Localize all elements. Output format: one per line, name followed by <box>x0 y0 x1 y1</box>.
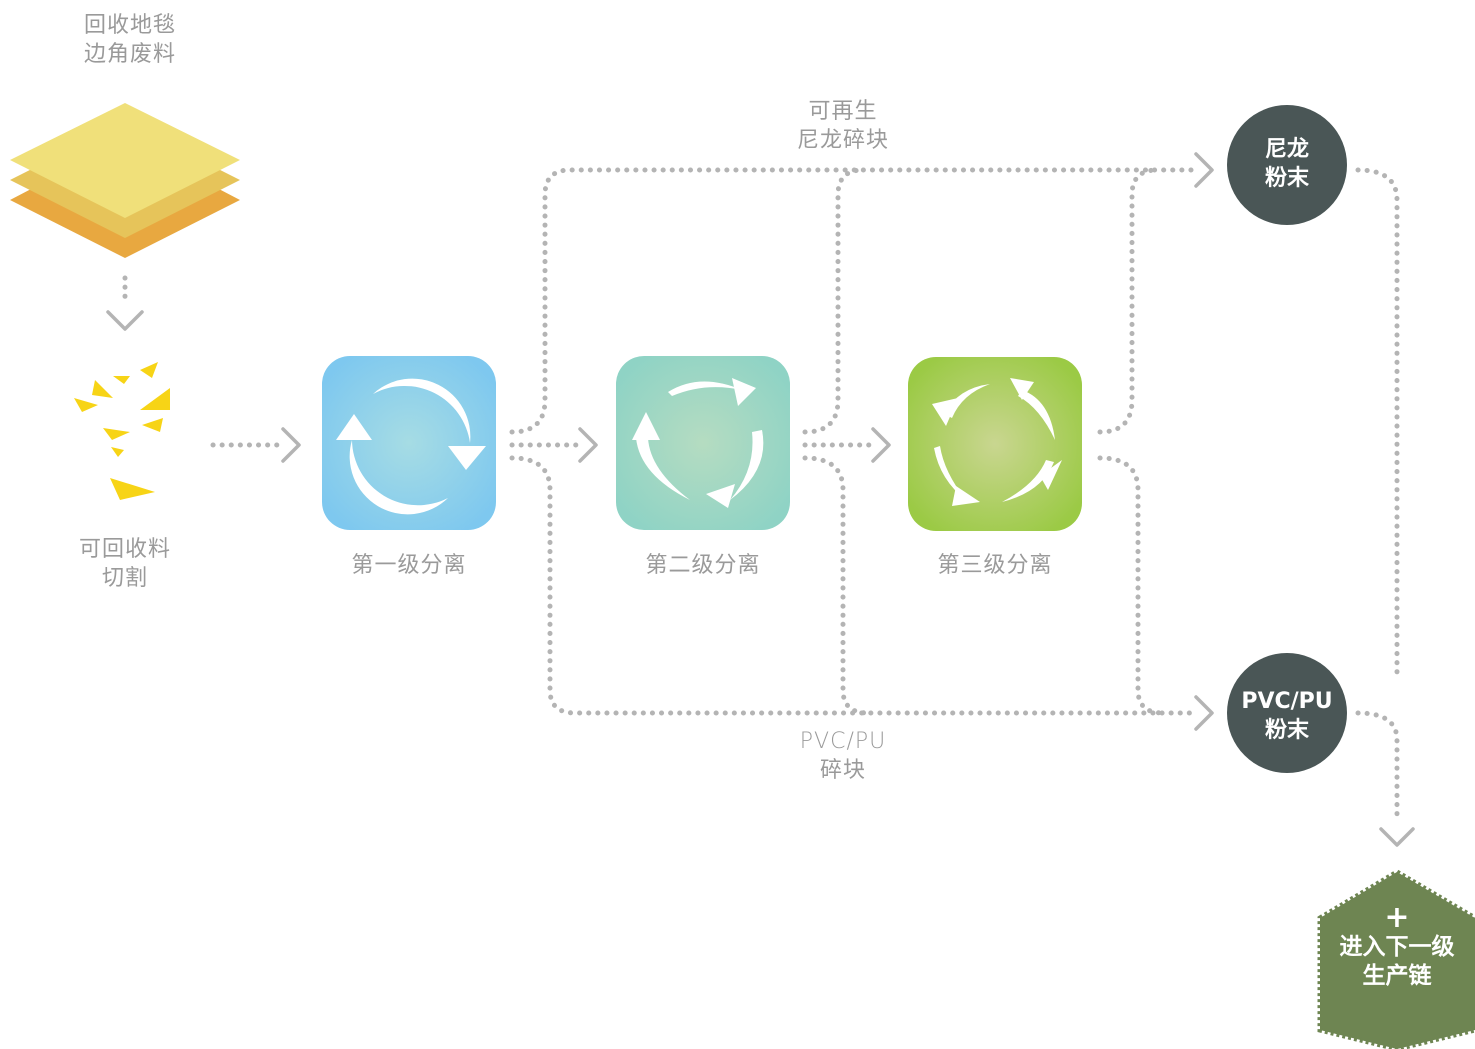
recycle-four-arrows-icon <box>932 378 1062 506</box>
nylon-stream-line2: 尼龙碎块 <box>796 128 889 153</box>
chevron-right-icon <box>578 427 598 463</box>
next-chain-line1: 进入下一级 <box>1339 934 1455 960</box>
stage-3-label: 第三级分离 <box>937 553 1053 578</box>
nylon-powder-label: 尼龙 粉末 <box>1227 135 1347 193</box>
carpet-label-line1: 回收地毯 <box>83 13 176 38</box>
connector-pvc-to-next <box>1355 710 1400 823</box>
nylon-stream-label: 可再生 尼龙碎块 <box>773 97 913 155</box>
plus-icon: + <box>1384 900 1410 935</box>
chevron-down-icon <box>1379 827 1415 847</box>
pvc-stream-line1: PVC/PU <box>799 729 887 754</box>
nylon-powder-line1: 尼龙 <box>1264 137 1309 162</box>
nylon-powder-circle <box>1227 105 1347 225</box>
stage-2-label: 第二级分离 <box>645 553 761 578</box>
shredded-chips-icon <box>74 362 170 500</box>
chevron-right-icon <box>871 427 891 463</box>
chevron-down-icon <box>106 310 144 331</box>
flow-connectors <box>122 167 1400 823</box>
pvc-stream-line2: 碎块 <box>819 758 866 783</box>
connector-nylon-right <box>1355 167 1400 683</box>
next-chain-line2: 生产链 <box>1362 963 1432 989</box>
pvc-stream-label: PVC/PU 碎块 <box>773 727 913 785</box>
pvc-pu-powder-line1: PVC/PU <box>1241 689 1333 714</box>
recycle-two-arrows-icon <box>336 378 486 515</box>
carpet-label-line2: 边角废料 <box>83 42 176 67</box>
chevron-right-icon <box>1194 695 1214 731</box>
next-chain-label: + 进入下一级 生产链 <box>1322 903 1472 991</box>
nylon-powder-line2: 粉末 <box>1264 166 1309 191</box>
recycle-three-arrows-icon <box>632 378 764 508</box>
pvc-pu-powder-label: PVC/PU 粉末 <box>1227 687 1347 745</box>
connector-stage3-pvc <box>1097 455 1166 716</box>
flow-chevrons <box>106 152 1415 847</box>
pvc-pu-powder-circle <box>1227 653 1347 773</box>
chips-label-line1: 可回收料 <box>78 537 171 562</box>
connector-stage2-pvc <box>802 455 871 716</box>
carpet-layers-icon <box>10 103 240 258</box>
stage-1-box <box>322 356 496 530</box>
stage-3-box <box>908 357 1082 531</box>
pvc-pu-powder-line2: 粉末 <box>1264 718 1309 743</box>
chips-label: 可回收料 切割 <box>60 535 190 593</box>
connector-stage3-nylon <box>1097 167 1160 435</box>
chevron-right-icon <box>1194 152 1214 188</box>
next-chain-badge <box>1317 869 1475 1049</box>
carpet-label: 回收地毯 边角废料 <box>65 11 195 69</box>
chevron-right-icon <box>281 427 301 463</box>
connector-stage1-pvc <box>509 455 1198 716</box>
nylon-stream-line1: 可再生 <box>808 99 878 124</box>
chips-label-line2: 切割 <box>101 566 148 591</box>
connector-stage1-nylon <box>509 167 1198 435</box>
connector-stage2-nylon <box>802 167 866 435</box>
stage-2-box <box>616 356 790 530</box>
stage-1-label: 第一级分离 <box>351 553 467 578</box>
